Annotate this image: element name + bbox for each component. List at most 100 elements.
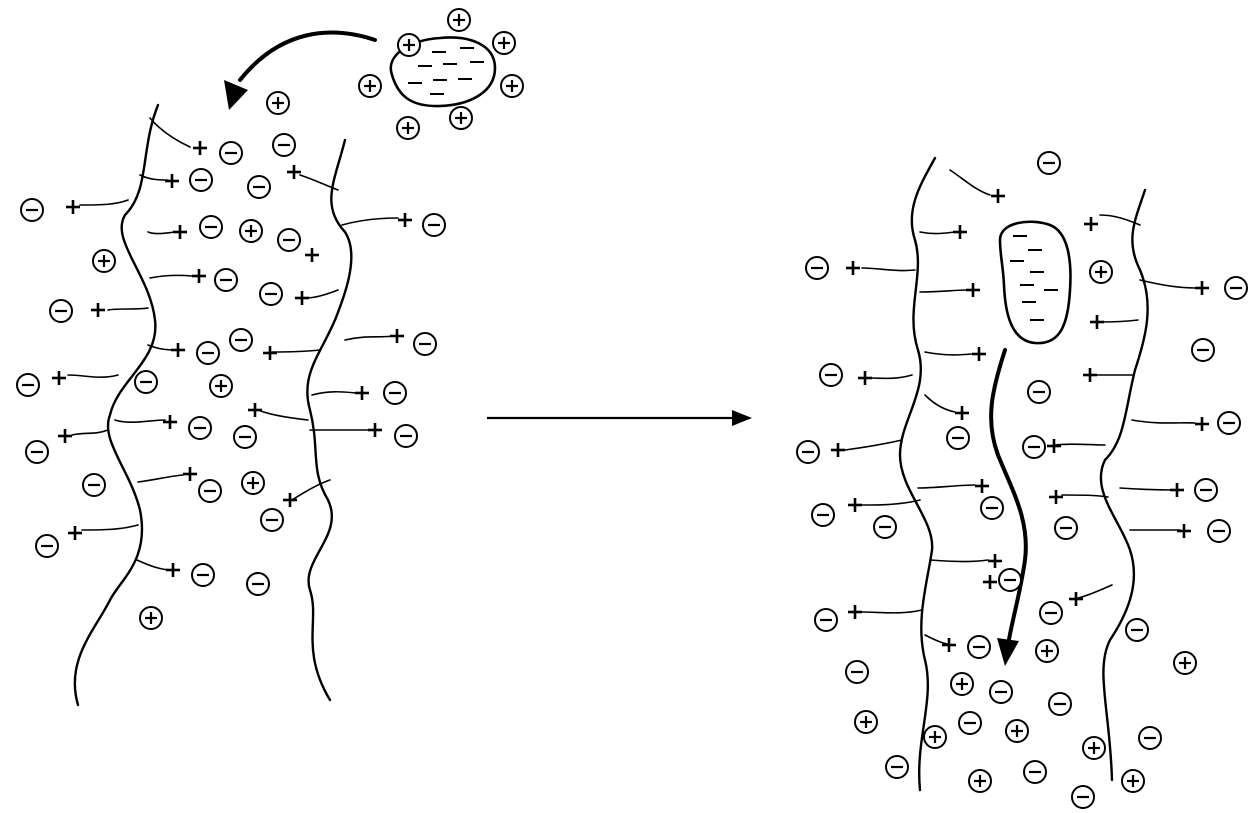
negative-ion-icon (1223, 275, 1249, 301)
negative-ion-icon (1022, 759, 1048, 785)
fixed-positive-charge-icon (263, 346, 277, 360)
positive-ion-icon (357, 73, 383, 99)
fixed-positive-charge-icon (1049, 490, 1063, 504)
negative-ion-icon (218, 140, 244, 166)
fixed-positive-charge-icon (283, 493, 297, 507)
fixed-positive-charge-icon (1090, 315, 1104, 329)
negative-ion-icon (1137, 725, 1163, 751)
fixed-positive-charge-icon (1170, 483, 1184, 497)
fixed-positive-charge-icon (966, 283, 980, 297)
left-ions (15, 90, 447, 631)
negative-ion-icon (276, 227, 302, 253)
negative-ion-icon (246, 174, 272, 200)
negative-ion-icon (1193, 477, 1219, 503)
fixed-positive-charge-icon (355, 386, 369, 400)
positive-ion-icon (949, 671, 975, 697)
negative-ion-icon (997, 567, 1023, 593)
fixed-positive-charge-icon (983, 575, 997, 589)
negative-ion-icon (188, 167, 214, 193)
negative-ion-icon (412, 331, 438, 357)
negative-ion-icon (1026, 379, 1052, 405)
positive-ion-icon (491, 30, 517, 56)
negative-ion-icon (382, 380, 408, 406)
fixed-positive-charge-icon (52, 371, 66, 385)
negative-ion-icon (187, 415, 213, 441)
negative-ion-icon (945, 425, 971, 451)
fixed-positive-charge-icon (1083, 368, 1097, 382)
fixed-positive-charge-icon (192, 269, 206, 283)
negative-ion-icon (81, 472, 107, 498)
positive-ion-icon (208, 373, 234, 399)
fiber-strand-right-2 (1099, 188, 1149, 782)
left-plus-signs (52, 141, 412, 577)
positive-ion-icon (1004, 718, 1030, 744)
negative-ion-icon (15, 372, 41, 398)
fiber-strand-right-1 (898, 156, 937, 792)
positive-ion-icon (265, 90, 291, 116)
fixed-positive-charge-icon (848, 605, 862, 619)
fixed-positive-charge-icon (390, 329, 404, 343)
fixed-positive-charge-icon (193, 141, 207, 155)
negative-ion-icon (1021, 434, 1047, 460)
negative-ion-icon (259, 507, 285, 533)
before-panel (73, 103, 353, 707)
outflow-arrow (989, 348, 1028, 666)
fiber-strand-left-2 (306, 138, 353, 702)
fixed-positive-charge-icon (68, 526, 82, 540)
fixed-positive-charge-icon (305, 248, 319, 262)
positive-ion-icon (238, 218, 264, 244)
fixed-positive-charge-icon (166, 563, 180, 577)
negative-ion-icon (245, 571, 271, 597)
negative-ion-icon (393, 423, 419, 449)
positive-ion-icon (448, 105, 474, 131)
fixed-positive-charge-icon (848, 498, 862, 512)
positive-ion-icon (1172, 650, 1198, 676)
fixed-positive-charge-icon (183, 467, 197, 481)
transition-arrow (487, 410, 752, 426)
positive-ion-icon (91, 248, 117, 274)
fixed-positive-charge-icon (91, 303, 105, 317)
negative-ion-icon (872, 514, 898, 540)
fixed-positive-charge-icon (942, 638, 956, 652)
negatively-charged-particle-icon (998, 220, 1072, 345)
fixed-positive-charge-icon (988, 554, 1002, 568)
negative-ion-icon (810, 502, 836, 528)
fixed-positive-charge-icon (1084, 217, 1098, 231)
positive-ion-icon (922, 724, 948, 750)
negative-ion-icon (34, 533, 60, 559)
negative-ion-icon (884, 754, 910, 780)
trapped-particle (998, 220, 1072, 345)
fiber-strand-left-1 (73, 103, 160, 707)
negative-ion-icon (1036, 150, 1062, 176)
negative-ion-icon (232, 424, 258, 450)
negative-ion-icon (1206, 518, 1232, 544)
fixed-positive-charge-icon (991, 189, 1005, 203)
negative-ion-icon (1047, 691, 1073, 717)
negative-ion-icon (190, 562, 216, 588)
positive-ion-icon (853, 709, 879, 735)
fixed-positive-charge-icon (171, 343, 185, 357)
fixed-positive-charge-icon (846, 261, 860, 275)
negative-ion-icon (421, 212, 447, 238)
fixed-positive-charge-icon (1195, 281, 1209, 295)
negative-ion-icon (1216, 410, 1242, 436)
negative-ion-icon (813, 607, 839, 633)
fixed-positive-charge-icon (163, 415, 177, 429)
positive-ion-icon (1120, 768, 1146, 794)
fixed-positive-charge-icon (975, 479, 989, 493)
negative-ion-icon (957, 710, 983, 736)
negative-ion-icon (213, 267, 239, 293)
fixed-positive-charge-icon (287, 165, 301, 179)
positive-ion-icon (395, 115, 421, 141)
negative-ion-icon (988, 679, 1014, 705)
negative-ion-icon (19, 197, 45, 223)
negative-ion-icon (1053, 515, 1079, 541)
fixed-positive-charge-icon (831, 443, 845, 457)
fixed-positive-charge-icon (953, 225, 967, 239)
negative-ion-icon (24, 439, 50, 465)
negative-ion-icon (1124, 617, 1150, 643)
fixed-positive-charge-icon (972, 347, 986, 361)
negative-ion-icon (195, 340, 221, 366)
fixed-positive-charge-icon (295, 291, 309, 305)
